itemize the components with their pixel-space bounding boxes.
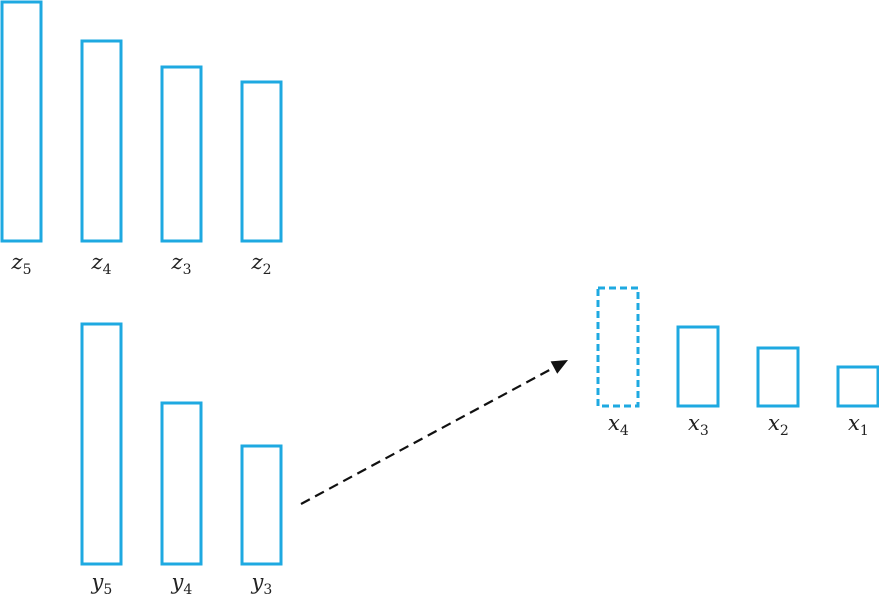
transfer-arrow-line (300, 366, 555, 505)
bar-x1 (836, 365, 879, 408)
bar-z3 (160, 65, 203, 243)
transfer-arrow (300, 360, 568, 505)
bar-z2 (240, 80, 283, 243)
bar-y3 (240, 444, 283, 566)
bar-x4 (596, 286, 640, 408)
label-z5: z5 (11, 250, 32, 278)
label-base: x (848, 411, 860, 435)
label-base: y (171, 570, 185, 594)
bar-z5 (0, 0, 43, 243)
label-base: z (251, 250, 264, 274)
label-base: x (768, 411, 780, 435)
label-base: z (171, 250, 184, 274)
label-base: y (91, 570, 105, 594)
label-y5: y5 (91, 570, 113, 594)
label-base: z (91, 250, 104, 274)
label-subscript: 3 (700, 423, 709, 439)
label-subscript: 2 (780, 423, 789, 439)
label-base: x (608, 411, 620, 435)
label-subscript: 2 (263, 262, 272, 278)
label-z4: z4 (91, 250, 112, 278)
bar-y5 (80, 322, 123, 566)
label-x4: x4 (608, 411, 629, 439)
bar-y4 (160, 401, 203, 566)
label-base: y (251, 570, 265, 594)
label-base: z (11, 250, 24, 274)
label-subscript: 4 (620, 423, 629, 439)
label-base: x (688, 411, 700, 435)
label-x3: x3 (688, 411, 709, 439)
label-z3: z3 (171, 250, 192, 278)
bar-x2 (756, 346, 800, 408)
label-x1: x1 (848, 411, 869, 439)
label-z2: z2 (251, 250, 272, 278)
bar-z4 (80, 39, 123, 243)
label-subscript: 5 (23, 262, 32, 278)
transfer-arrow-head (550, 360, 568, 374)
label-subscript: 4 (103, 262, 112, 278)
label-x2: x2 (768, 411, 789, 439)
label-subscript: 4 (183, 582, 192, 594)
label-subscript: 1 (860, 423, 869, 439)
bar-x3 (676, 325, 720, 408)
label-y3: y3 (251, 570, 273, 594)
label-subscript: 5 (103, 582, 112, 594)
label-subscript: 3 (263, 582, 272, 594)
label-y4: y4 (171, 570, 193, 594)
label-subscript: 3 (183, 262, 192, 278)
